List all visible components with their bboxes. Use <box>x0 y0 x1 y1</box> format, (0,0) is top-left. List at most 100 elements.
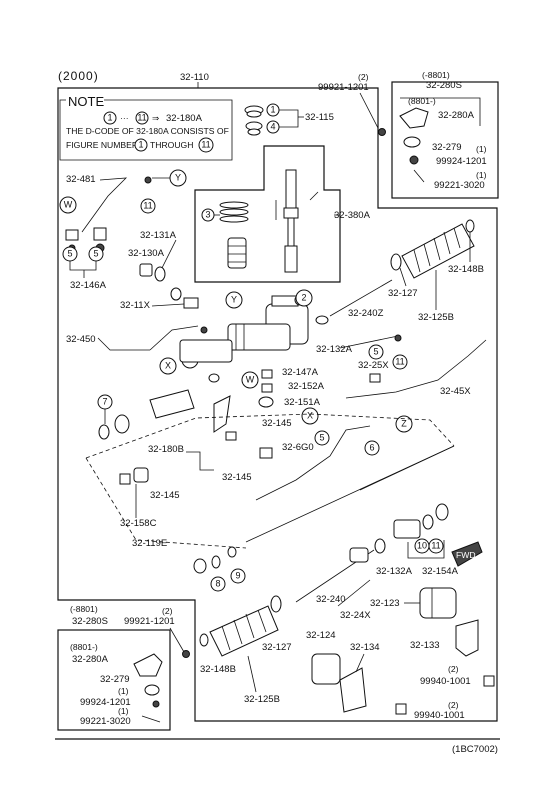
callout-8: 8 <box>215 578 220 588</box>
label-32-131A: 32-131A <box>140 230 177 241</box>
top-inner-part: 32-280A <box>438 110 475 121</box>
callout-X-mid: X <box>165 360 171 370</box>
top-ext-qty: (2) <box>358 72 369 82</box>
callout-W-mid: W <box>246 374 255 384</box>
seal-kit-group: 1 4 32-115 <box>244 103 334 136</box>
label-32-123: 32-123 <box>370 598 400 609</box>
top-32-279: 32-279 <box>432 142 462 153</box>
fitting-130-131-group: 32-131A 32-130A <box>128 230 177 282</box>
note-line1-target: 32-180A <box>166 113 203 124</box>
label-32-147A: 32-147A <box>282 367 319 378</box>
callout-5-right: 5 <box>373 346 378 356</box>
top-99221: 99221-3020 <box>434 180 485 191</box>
callout-9: 9 <box>235 570 240 580</box>
label-32-130A: 32-130A <box>128 248 165 259</box>
label-32-115: 32-115 <box>305 112 334 123</box>
note-line1-from: 1 <box>107 112 112 122</box>
bottom-inner-part: 32-280A <box>72 654 109 665</box>
callout-3: 3 <box>205 209 210 219</box>
label-32-110: 32-110 <box>180 72 209 83</box>
label-32-148B-low: 32-148B <box>200 664 236 675</box>
bushing-154A-group: 10 11 32-154A FWD <box>393 503 483 577</box>
top-inner-range: (8801-) <box>408 96 436 106</box>
bottom-32-279: 32-279 <box>100 674 130 685</box>
callout-11-right: 11 <box>395 356 404 366</box>
callout-11-lower: 11 <box>431 540 440 550</box>
label-32-125B-top: 32-125B <box>418 312 454 323</box>
bottom-ext-qty: (2) <box>162 606 173 616</box>
note-ellipsis: ··· <box>120 113 129 123</box>
callout-Y-mid: Y <box>231 294 237 304</box>
valve-kit-box: 3 32-380A <box>194 145 371 283</box>
callout-4-seal: 4 <box>270 121 275 131</box>
fittings-147-152-151: 32-147A 32-152A 32-151A <box>258 367 325 408</box>
top-99924: 99924-1201 <box>436 156 487 167</box>
label-99940-1001-a: 99940-1001 <box>420 676 471 687</box>
bottom-inner-range: (8801-) <box>70 642 98 652</box>
label-32-133: 32-133 <box>410 640 440 651</box>
label-32-180B: 32-180B <box>148 444 184 455</box>
callout-Z-right: Z <box>401 418 407 428</box>
callout-W-left: W <box>64 199 73 209</box>
note-title: NOTE <box>68 94 104 109</box>
bottom-part: 32-280S <box>72 616 108 627</box>
callout-5-b: 5 <box>93 248 98 258</box>
callout-1-seal: 1 <box>270 104 275 114</box>
label-32-145-a: 32-145 <box>262 418 292 429</box>
bottom-ext-part: 99921-1201 <box>124 616 175 627</box>
mount-parts-group: 32-123 32-133 32-124 32-134 <box>306 587 479 713</box>
bottom-qty2: (1) <box>118 706 129 716</box>
qty-2-a: (2) <box>448 664 459 674</box>
label-32-11X: 32-11X <box>120 300 151 311</box>
callout-5-lower: 5 <box>319 432 324 442</box>
bottom-99221: 99221-3020 <box>80 716 131 727</box>
top-range: (-8801) <box>422 70 450 80</box>
label-32-240: 32-240 <box>316 594 346 605</box>
label-32-132A-low: 32-132A <box>376 566 413 577</box>
callout-10: 10 <box>417 540 427 550</box>
note-line2: THE D-CODE OF 32-180A CONSISTS OF <box>66 126 229 136</box>
inner-tie-rod-group: 32-132A 32-240 32-24X <box>295 538 413 621</box>
top-part: 32-280S <box>426 80 462 91</box>
note-line3-start: 1 <box>138 139 143 149</box>
ring-set-7: 7 <box>97 394 130 440</box>
label-32-6G0: 32-6G0 <box>282 442 314 453</box>
callout-5-a: 5 <box>67 248 72 258</box>
top-qty1: (1) <box>476 144 487 154</box>
bracket-180B-group: 32-145 32-180B 32-6G0 32-145 32-145 5 6 <box>148 395 380 501</box>
label-32-119E: 32-119E <box>132 538 167 549</box>
label-32-125B-low: 32-125B <box>244 694 280 705</box>
callout-Y-top: Y <box>175 172 181 182</box>
top-ext-part: 99921-1201 <box>318 82 369 93</box>
tie-rod-box-top: (2) 99921-1201 (-8801) 32-280S (8801-) 3… <box>318 70 499 199</box>
label-32-24X: 32-24X <box>340 610 371 621</box>
top-qty2: (1) <box>476 170 487 180</box>
rack-assembly: 32-119E 8 9 <box>85 413 455 592</box>
tie-rod-box-bottom: (-8801) 32-280S (2) 99921-1201 (8801-) 3… <box>57 604 190 731</box>
label-32-25X: 32-25X <box>358 360 389 371</box>
bolts-99940: (2) 99940-1001 (2) 99940-1001 <box>395 664 495 721</box>
callout-6-lower: 6 <box>369 442 374 452</box>
label-32-45X: 32-45X <box>440 386 471 397</box>
bottom-range: (-8801) <box>70 604 98 614</box>
label-32-380A: 32-380A <box>334 210 371 221</box>
label-32-148B-top: 32-148B <box>448 264 484 275</box>
label-32-127-low: 32-127 <box>262 642 292 653</box>
note-arrow: ⇒ <box>152 113 159 123</box>
steering-gear-housing: 2 32-240Z 32-132A 32-25X <box>149 279 399 419</box>
label-99940-1001-b: 99940-1001 <box>414 710 465 721</box>
label-32-240Z: 32-240Z <box>348 308 384 319</box>
figure-code: (1BC7002) <box>452 744 498 755</box>
note-line1-to: 11 <box>137 112 146 122</box>
label-32-481: 32-481 <box>66 174 96 185</box>
callout-7: 7 <box>102 396 107 406</box>
clamp-158C-group: 32-158C <box>119 467 157 529</box>
label-32-154A: 32-154A <box>422 566 459 577</box>
note-line3-mid: THROUGH <box>150 140 193 150</box>
label-32-145-c: 32-145 <box>150 490 180 501</box>
note-box: NOTE 1 ··· 11 ⇒ 32-180A THE D-CODE OF 32… <box>59 94 233 161</box>
boot-top-group: 32-127 32-125B 32-148B <box>388 219 484 323</box>
label-32-450: 32-450 <box>66 334 96 345</box>
pipe-45X-group: 5 11 32-45X X Z <box>301 334 487 433</box>
